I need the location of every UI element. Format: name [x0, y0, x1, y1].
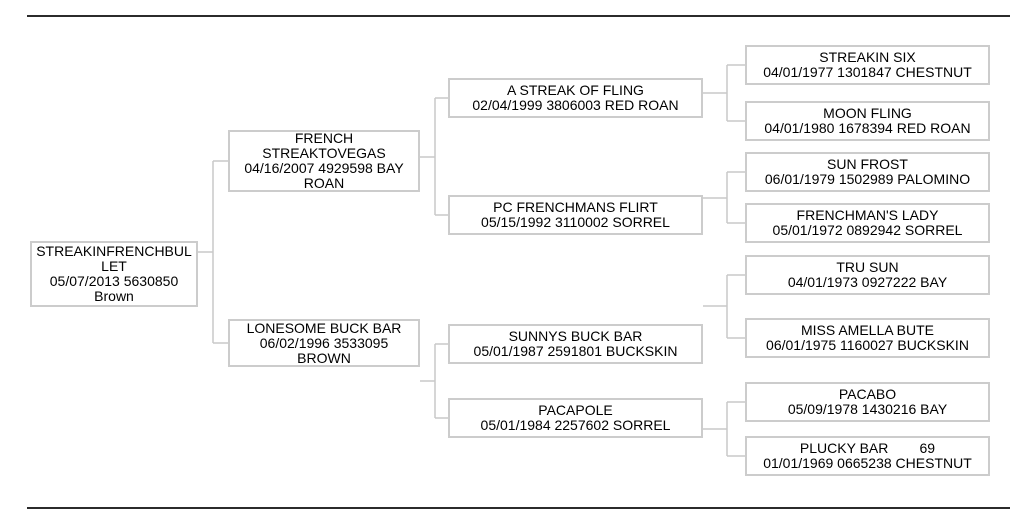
pedigree-node-sire-dam[interactable]: PC FRENCHMANS FLIRT 05/15/1992 3110002 S…: [448, 195, 703, 235]
pedigree-node-dam-sire-dam[interactable]: MISS AMELLA BUTE 06/01/1975 1160027 BUCK…: [745, 318, 990, 358]
connector-sire-sire-to-parents: [703, 64, 745, 122]
horse-name: PACAPOLE: [538, 402, 613, 418]
horse-info: 04/01/1973 0927222 BAY: [787, 274, 948, 290]
horse-name: A STREAK OF FLING: [507, 82, 644, 98]
pedigree-node-dam-dam-sire[interactable]: PACABO 05/09/1978 1430216 BAY: [745, 382, 990, 422]
bottom-rule-divider: [27, 507, 1010, 509]
horse-info: 05/15/1992 3110002 SORREL: [481, 214, 670, 230]
connector-subject-to-parents: [198, 160, 228, 344]
horse-info: 05/01/1984 2257602 SORREL: [480, 417, 671, 433]
connector-dam-to-grandparents: [420, 343, 448, 419]
connector-sire-to-grandparents: [420, 97, 448, 216]
horse-info: 05/07/2013 5630850 Brown: [49, 273, 179, 304]
pedigree-node-dam[interactable]: LONESOME BUCK BAR 06/02/1996 3533095 BRO…: [228, 319, 420, 367]
horse-name: MISS AMELLA BUTE: [800, 322, 935, 338]
horse-info: 04/16/2007 4929598 BAY ROAN: [244, 160, 404, 191]
horse-name: SUN FROST: [827, 156, 908, 172]
pedigree-node-dam-sire-sire[interactable]: TRU SUN 04/01/1973 0927222 BAY: [745, 255, 990, 295]
horse-info: 04/01/1977 1301847 CHESTNUT: [763, 64, 972, 80]
horse-name: FRENCHMAN'S LADY: [796, 207, 939, 223]
pedigree-node-dam-dam[interactable]: PACAPOLE 05/01/1984 2257602 SORREL: [448, 398, 703, 438]
horse-info: 05/09/1978 1430216 BAY: [787, 401, 948, 417]
connector-sire-dam-to-parents: [703, 171, 745, 224]
pedigree-node-sire-dam-sire[interactable]: SUN FROST 06/01/1979 1502989 PALOMINO: [745, 152, 990, 192]
horse-name: TRU SUN: [836, 259, 899, 275]
pedigree-node-sire-sire-dam[interactable]: MOON FLING 04/01/1980 1678394 RED ROAN: [745, 101, 990, 141]
horse-info: 06/01/1975 1160027 BUCKSKIN: [766, 337, 969, 353]
horse-info: 01/01/1969 0665238 CHESTNUT: [763, 455, 972, 471]
horse-name: LONESOME BUCK BAR: [246, 319, 402, 336]
horse-info: 06/02/1996 3533095 BROWN: [259, 334, 389, 366]
horse-name: SUNNYS BUCK BAR: [508, 328, 643, 344]
pedigree-node-sire[interactable]: FRENCH STREAKTOVEGAS 04/16/2007 4929598 …: [228, 130, 420, 192]
horse-info: 04/01/1980 1678394 RED ROAN: [764, 120, 971, 136]
horse-name: PLUCKY BAR 69: [799, 440, 936, 456]
horse-name: STREAKINFRENCHBULLET: [36, 243, 192, 274]
connector-dam-sire-to-parents: [703, 274, 745, 339]
pedigree-node-sire-dam-dam[interactable]: FRENCHMAN'S LADY 05/01/1972 0892942 SORR…: [745, 203, 990, 243]
pedigree-node-sire-sire[interactable]: A STREAK OF FLING 02/04/1999 3806003 RED…: [448, 78, 703, 118]
horse-name: MOON FLING: [823, 105, 912, 121]
horse-name: PACABO: [838, 386, 897, 402]
pedigree-node-dam-sire[interactable]: SUNNYS BUCK BAR 05/01/1987 2591801 BUCKS…: [448, 324, 703, 364]
horse-info: 05/01/1987 2591801 BUCKSKIN: [473, 343, 678, 359]
horse-name: PC FRENCHMANS FLIRT: [493, 199, 658, 215]
pedigree-node-subject[interactable]: STREAKINFRENCHBULLET 05/07/2013 5630850 …: [30, 241, 198, 307]
horse-name: STREAKIN SIX: [819, 49, 916, 65]
horse-info: 02/04/1999 3806003 RED ROAN: [472, 97, 679, 113]
horse-info: 06/01/1979 1502989 PALOMINO: [764, 171, 971, 187]
top-rule-divider: [27, 15, 1010, 17]
horse-name: FRENCH STREAKTOVEGAS: [262, 130, 386, 161]
pedigree-node-sire-sire-sire[interactable]: STREAKIN SIX 04/01/1977 1301847 CHESTNUT: [745, 45, 990, 85]
connector-dam-dam-to-parents: [703, 401, 745, 457]
pedigree-node-dam-dam-dam[interactable]: PLUCKY BAR 69 01/01/1969 0665238 CHESTNU…: [745, 436, 990, 476]
horse-info: 05/01/1972 0892942 SORREL: [772, 222, 963, 238]
